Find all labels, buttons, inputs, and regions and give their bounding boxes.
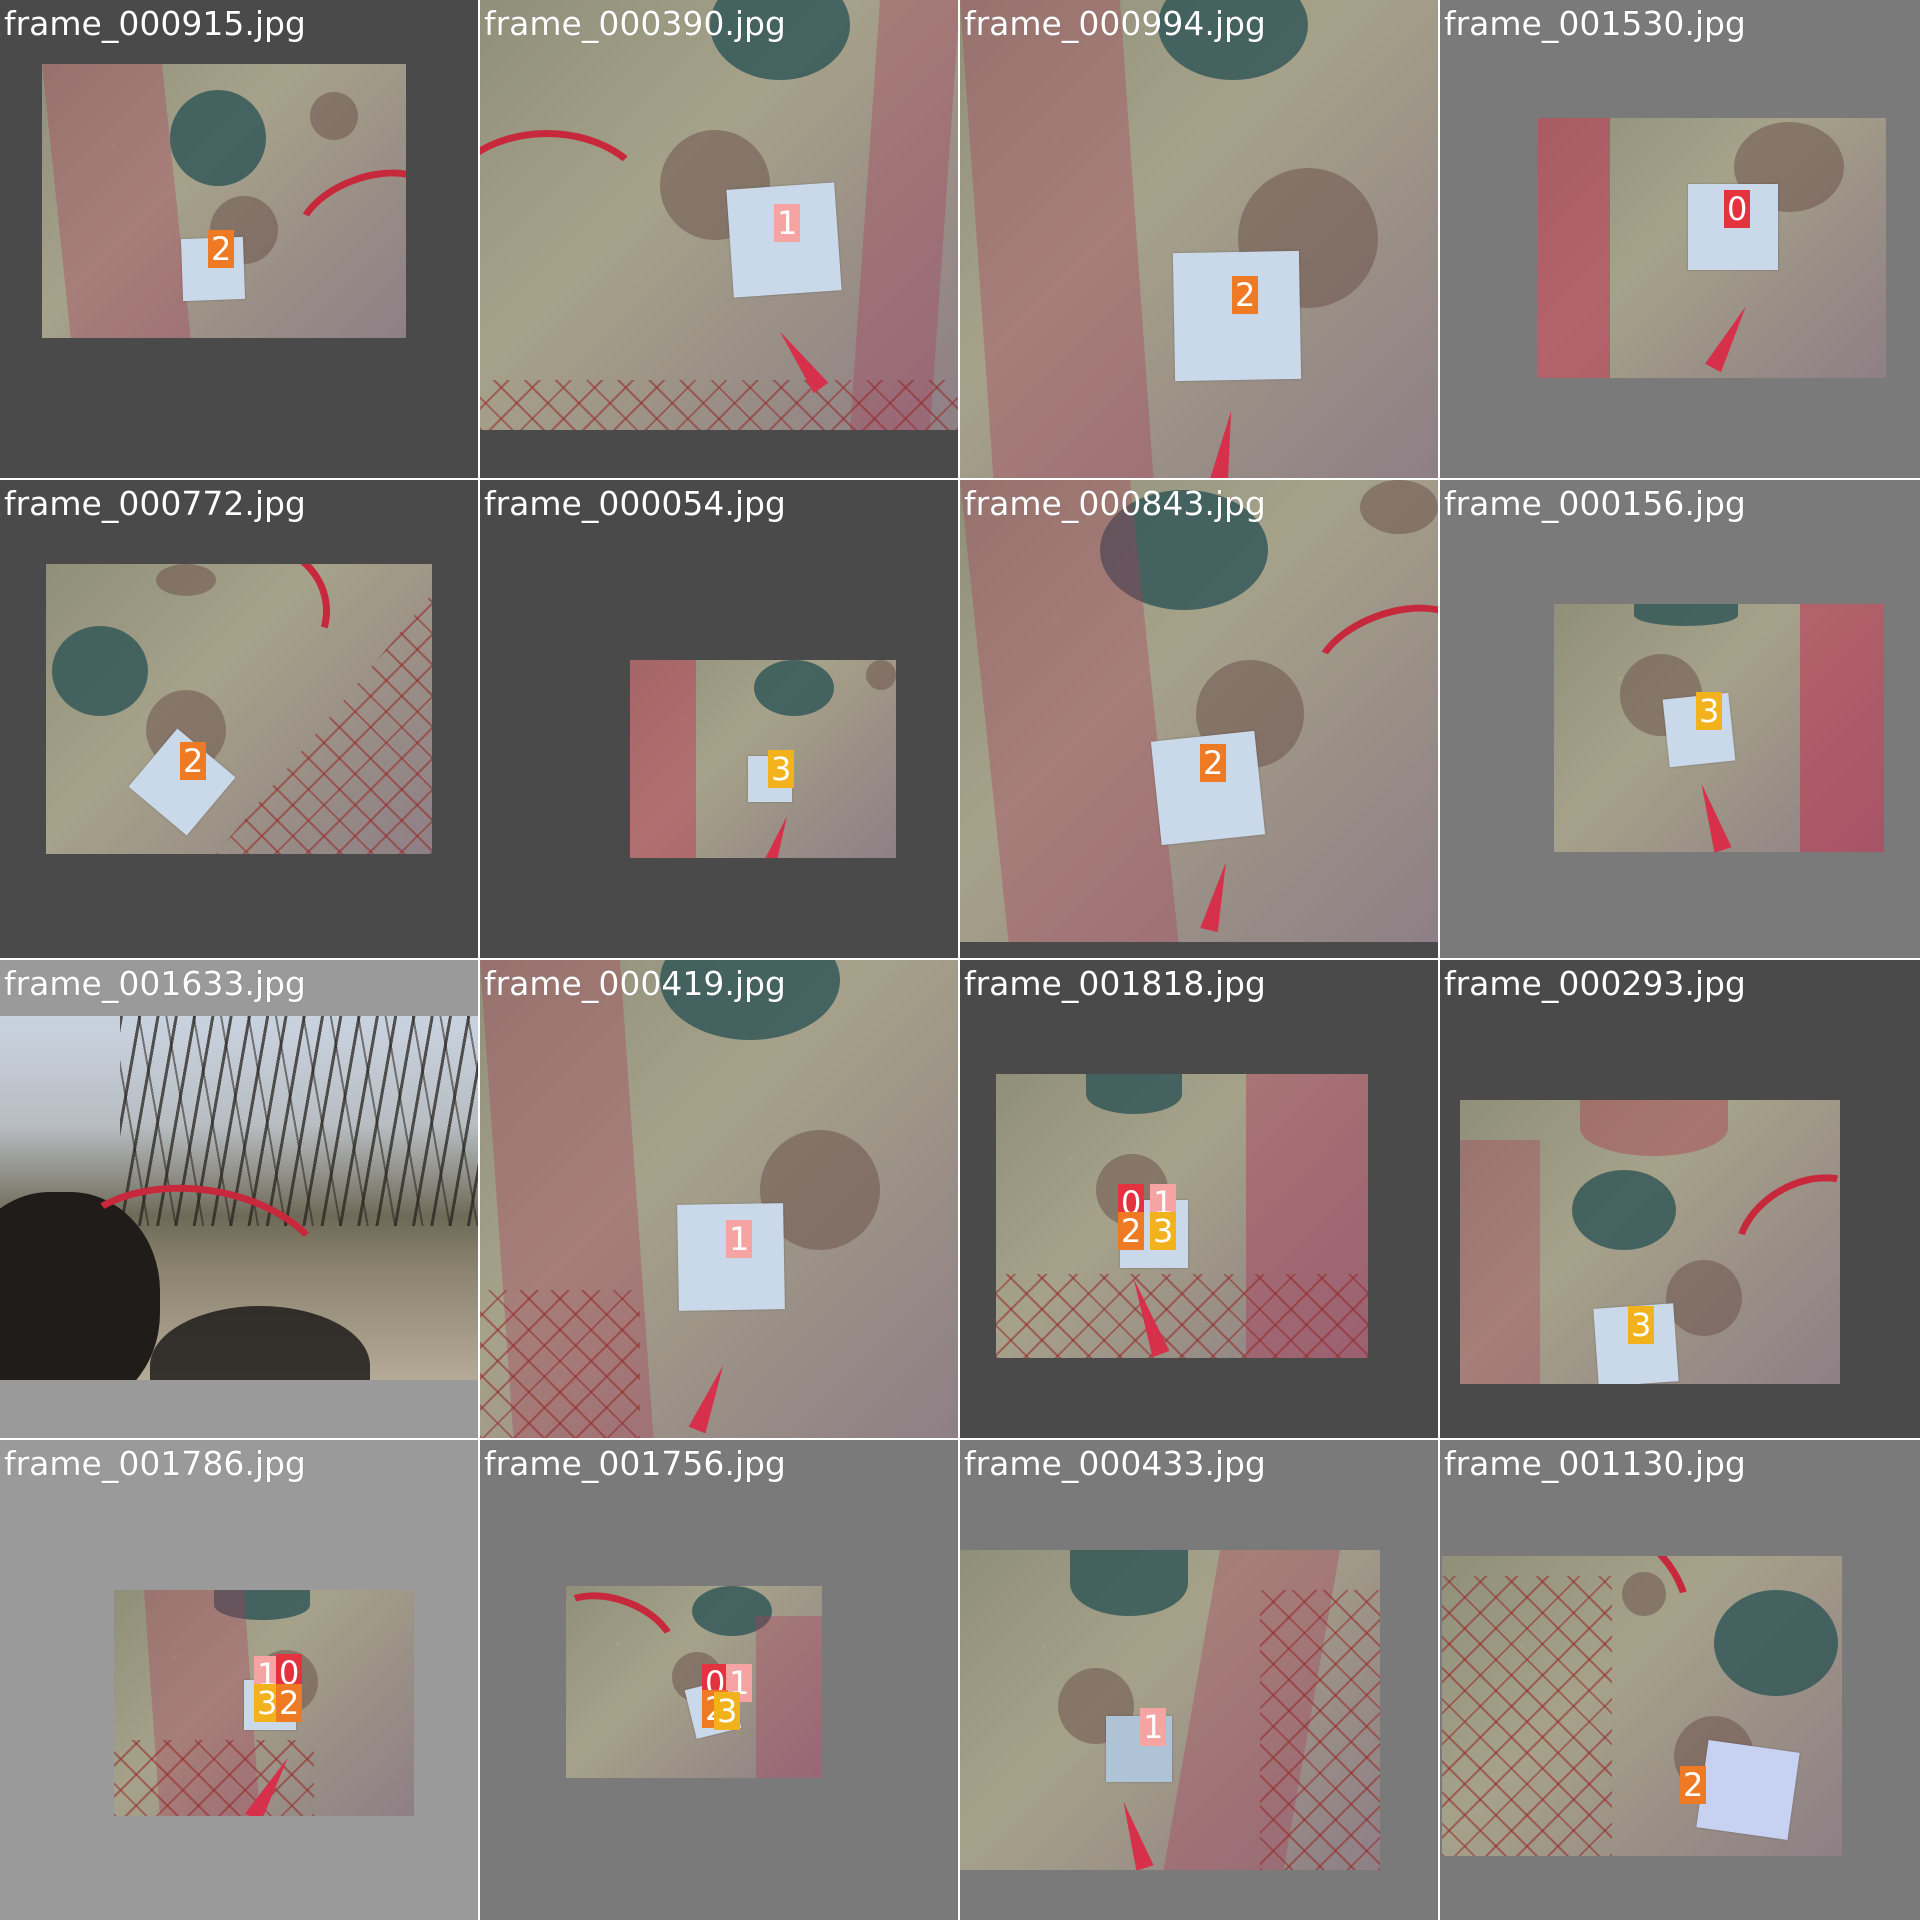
grid-tile[interactable]: 3 frame_000293.jpg [1440,960,1920,1438]
grid-tile[interactable]: 1 frame_000390.jpg [480,0,958,478]
detection-label: 1 [774,204,801,242]
detection-label: 3 [1150,1212,1177,1250]
grid-tile[interactable]: 1 0 3 2 frame_001786.jpg [0,1440,478,1920]
grid-tile[interactable]: 3 frame_000156.jpg [1440,480,1920,958]
frame-image [960,1550,1380,1870]
frame-image [480,0,958,430]
frame-image [1554,604,1884,852]
grid-tile[interactable]: 1 frame_000419.jpg [480,960,958,1438]
detection-label: 2 [208,230,235,268]
grid-tile[interactable]: frame_001633.jpg [0,960,478,1438]
filename-label: frame_000915.jpg [4,4,306,43]
filename-label: frame_000994.jpg [964,4,1266,43]
filename-label: frame_000390.jpg [484,4,786,43]
frame-image [46,564,432,854]
grid-tile[interactable]: 2 frame_001130.jpg [1440,1440,1920,1920]
grid-tile[interactable]: 3 frame_000054.jpg [480,480,958,958]
filename-label: frame_001786.jpg [4,1444,306,1483]
detection-label: 1 [1140,1708,1167,1746]
frame-image [0,1016,478,1380]
frame-image [960,480,1438,942]
filename-label: frame_000433.jpg [964,1444,1266,1483]
grid-tile[interactable]: 0 1 2 3 frame_001756.jpg [480,1440,958,1920]
detection-label: 0 [1724,190,1751,228]
detection-label: 2 [1680,1766,1707,1804]
grid-tile[interactable]: 1 frame_000433.jpg [960,1440,1438,1920]
filename-label: frame_001130.jpg [1444,1444,1746,1483]
filename-label: frame_000843.jpg [964,484,1266,523]
filename-label: frame_001530.jpg [1444,4,1746,43]
detection-label: 2 [1118,1212,1145,1250]
detection-label: 3 [1628,1306,1655,1344]
filename-label: frame_000772.jpg [4,484,306,523]
frame-image [1538,118,1886,378]
grid-tile[interactable]: 2 frame_000772.jpg [0,480,478,958]
detection-label: 3 [768,750,795,788]
frame-image [566,1586,822,1778]
detection-label: 3 [714,1692,741,1730]
detection-label: 3 [1696,692,1723,730]
grid-tile[interactable]: 2 frame_000843.jpg [960,480,1438,958]
frame-image [630,660,896,858]
frame-image [42,64,406,338]
detection-label: 2 [276,1684,303,1722]
filename-label: frame_001818.jpg [964,964,1266,1003]
paper-target [1696,1740,1800,1840]
detection-label: 2 [1200,744,1227,782]
filename-label: frame_001756.jpg [484,1444,786,1483]
detection-label: 2 [180,742,207,780]
paper-target [1172,250,1302,382]
grid-tile[interactable]: 0 frame_001530.jpg [1440,0,1920,478]
frame-image [1442,1556,1842,1856]
detection-label: 3 [254,1684,281,1722]
filename-label: frame_000054.jpg [484,484,786,523]
filename-label: frame_000293.jpg [1444,964,1746,1003]
grid-tile[interactable]: 2 frame_000915.jpg [0,0,478,478]
grid-tile[interactable]: 2 frame_000994.jpg [960,0,1438,478]
frame-image [480,960,958,1438]
filename-label: frame_001633.jpg [4,964,306,1003]
grid-tile[interactable]: 0 1 2 3 frame_001818.jpg [960,960,1438,1438]
frame-image [996,1074,1368,1358]
detection-label: 1 [726,1220,753,1258]
frame-image [960,0,1438,478]
filename-label: frame_000419.jpg [484,964,786,1003]
filename-label: frame_000156.jpg [1444,484,1746,523]
detection-label: 2 [1232,276,1259,314]
